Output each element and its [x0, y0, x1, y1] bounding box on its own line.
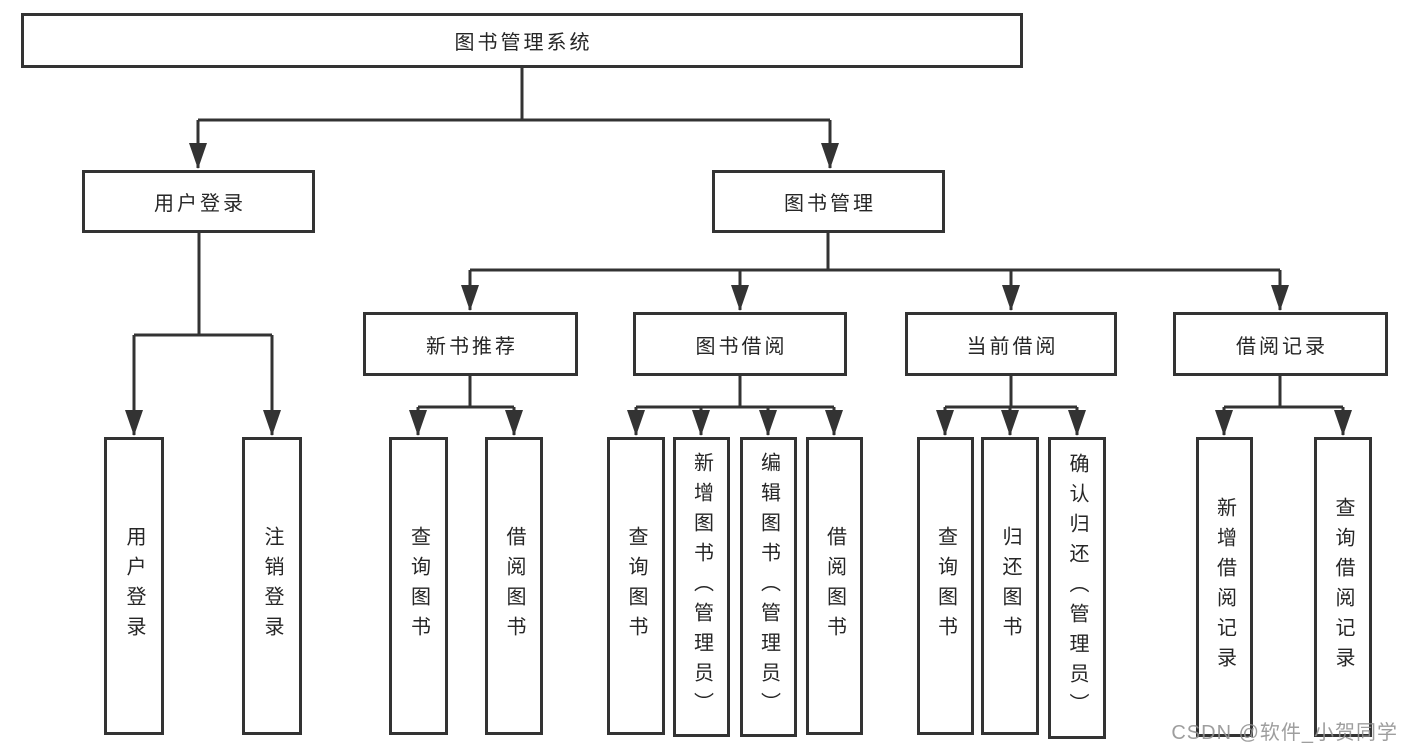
leaf-nbr-borrow-book: 借阅图书	[485, 437, 543, 735]
leaf-user-login-label: 用户登录	[123, 526, 145, 646]
leaf-cb-query-book-label: 查询图书	[934, 526, 957, 646]
node-user-login-label: 用户登录	[154, 193, 246, 215]
node-book-borrow: 图书借阅	[633, 312, 847, 376]
node-root: 图书管理系统	[21, 13, 1023, 68]
node-root-label: 图书管理系统	[454, 32, 593, 54]
leaf-bb-query-book: 查询图书	[607, 437, 665, 735]
edges-new-book-rec	[409, 376, 523, 436]
edges-borrow-records	[1215, 376, 1352, 436]
leaf-nbr-query-book-label: 查询图书	[407, 526, 430, 646]
leaf-br-add-record: 新增借阅记录	[1196, 437, 1253, 737]
leaf-user-login: 用户登录	[104, 437, 164, 735]
leaf-bb-query-book-label: 查询图书	[625, 526, 647, 646]
node-borrow-records-label: 借阅记录	[1236, 335, 1328, 358]
leaf-cb-confirm-return: 确认归还（管理员）	[1048, 437, 1106, 739]
leaf-logout-label: 注销登录	[261, 526, 283, 646]
leaf-cb-return-book: 归还图书	[981, 437, 1039, 735]
node-user-login: 用户登录	[82, 170, 315, 233]
edges-book-borrow	[627, 376, 843, 436]
node-borrow-records: 借阅记录	[1173, 312, 1388, 376]
leaf-bb-add-book-label: 新增图书（管理员）	[690, 452, 713, 722]
node-book-mgmt-label: 图书管理	[784, 193, 876, 215]
edges-user-login	[125, 233, 281, 436]
leaf-logout: 注销登录	[242, 437, 302, 735]
leaf-br-query-record: 查询借阅记录	[1314, 437, 1372, 737]
leaf-br-query-record-label: 查询借阅记录	[1332, 497, 1354, 677]
edges-root	[189, 66, 839, 169]
leaf-nbr-query-book: 查询图书	[389, 437, 448, 735]
leaf-cb-return-book-label: 归还图书	[999, 526, 1021, 646]
edges-current-borrow	[936, 376, 1086, 436]
node-new-book-rec-label: 新书推荐	[426, 335, 518, 358]
csdn-watermark: CSDN @软件_小贺同学	[1171, 722, 1398, 744]
node-book-borrow-label: 图书借阅	[695, 335, 788, 358]
node-current-borrow: 当前借阅	[905, 312, 1117, 376]
leaf-bb-edit-book-label: 编辑图书（管理员）	[757, 452, 780, 722]
leaf-bb-borrow-book-label: 借阅图书	[823, 526, 846, 646]
leaf-cb-query-book: 查询图书	[917, 437, 974, 735]
leaf-bb-edit-book: 编辑图书（管理员）	[740, 437, 797, 737]
leaf-bb-borrow-book: 借阅图书	[806, 437, 863, 735]
node-current-borrow-label: 当前借阅	[966, 335, 1059, 358]
leaf-bb-add-book: 新增图书（管理员）	[673, 437, 730, 737]
leaf-cb-confirm-return-label: 确认归还（管理员）	[1066, 453, 1088, 723]
leaf-nbr-borrow-book-label: 借阅图书	[503, 526, 525, 646]
leaf-br-add-record-label: 新增借阅记录	[1213, 497, 1236, 677]
node-book-mgmt: 图书管理	[712, 170, 945, 233]
node-new-book-rec: 新书推荐	[363, 312, 578, 376]
edges-book-mgmt	[461, 233, 1289, 311]
